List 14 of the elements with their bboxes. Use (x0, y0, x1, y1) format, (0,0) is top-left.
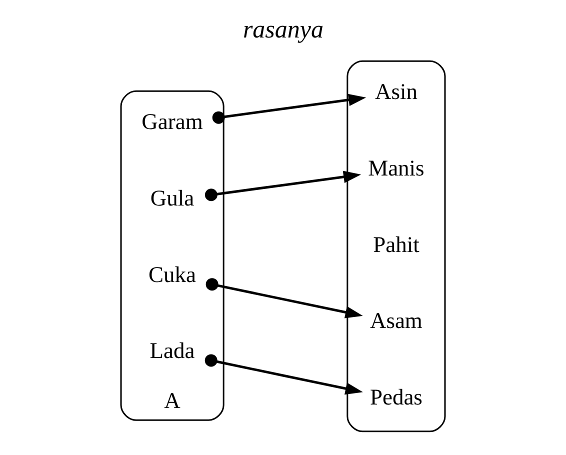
node-text: Lada (150, 338, 195, 364)
node-text: Garam (142, 109, 203, 134)
node-text: Manis (368, 155, 424, 180)
node-text: Cuka (148, 262, 196, 287)
node-text: Pedas (370, 384, 422, 410)
arrow (212, 94, 366, 124)
diagram-title: rasanya (242, 16, 324, 44)
arrow (204, 354, 363, 395)
node-text: Asam (370, 308, 422, 334)
node-text: Gula (150, 185, 194, 210)
arrow (206, 278, 363, 318)
arrow (204, 170, 362, 202)
node-text: Asin (374, 79, 418, 104)
node-text: Pahit (373, 232, 420, 257)
